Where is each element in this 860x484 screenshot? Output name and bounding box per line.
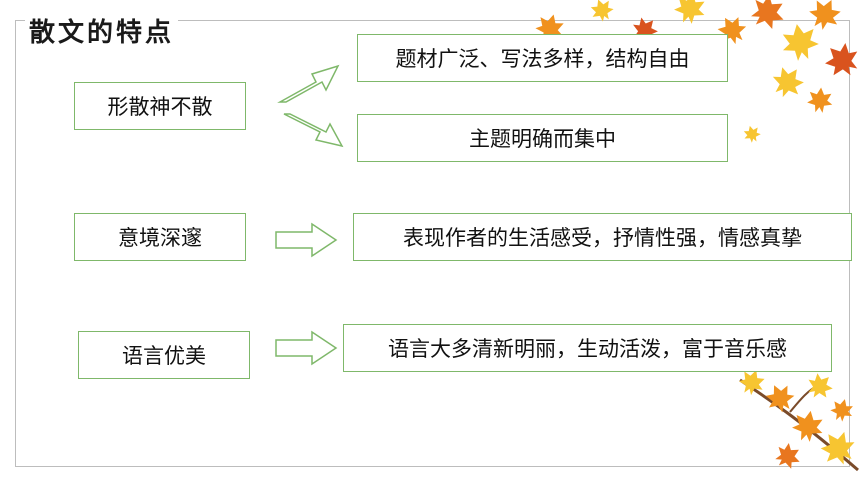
arrow-right-icon bbox=[277, 64, 340, 103]
arrow-right-icon bbox=[275, 222, 338, 258]
feature-box-form: 形散神不散 bbox=[74, 82, 246, 130]
feature-label: 形散神不散 bbox=[107, 95, 213, 119]
slide-title: 散文的特点 bbox=[25, 12, 179, 49]
detail-label: 表现作者的生活感受，抒情性强，情感真挚 bbox=[403, 226, 802, 250]
detail-box-emotion: 表现作者的生活感受，抒情性强，情感真挚 bbox=[353, 213, 852, 261]
detail-label: 题材广泛、写法多样，结构自由 bbox=[395, 47, 690, 71]
feature-box-mood: 意境深邃 bbox=[74, 213, 246, 261]
arrow-right-icon bbox=[283, 113, 344, 148]
feature-label: 意境深邃 bbox=[118, 226, 202, 250]
arrow-right-icon bbox=[275, 330, 338, 366]
detail-label: 语言大多清新明丽，生动活泼，富于音乐感 bbox=[388, 337, 787, 361]
detail-box-structure: 题材广泛、写法多样，结构自由 bbox=[357, 34, 728, 82]
detail-box-theme: 主题明确而集中 bbox=[357, 114, 728, 162]
detail-box-language-style: 语言大多清新明丽，生动活泼，富于音乐感 bbox=[343, 324, 832, 372]
detail-label: 主题明确而集中 bbox=[469, 127, 616, 151]
feature-box-language: 语言优美 bbox=[78, 331, 250, 379]
feature-label: 语言优美 bbox=[122, 344, 206, 368]
